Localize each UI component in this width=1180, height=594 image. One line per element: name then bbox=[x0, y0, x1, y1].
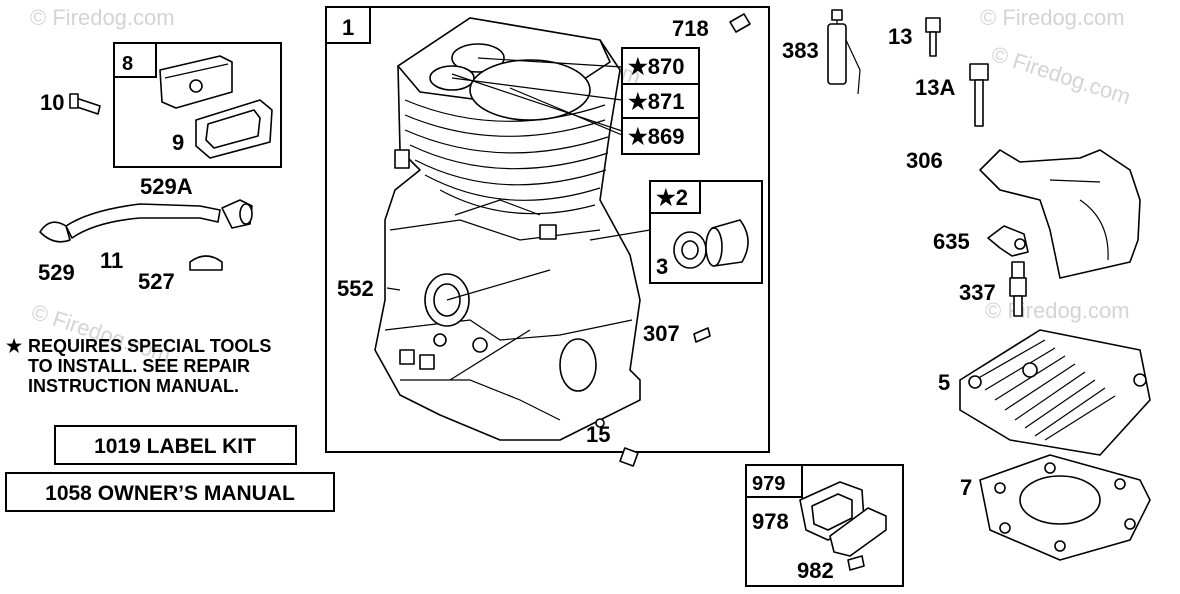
part-label-8: 8 bbox=[122, 53, 133, 75]
part-label-871: ★871 bbox=[628, 89, 684, 114]
cover-plate bbox=[829, 507, 887, 557]
bolt-13 bbox=[925, 17, 941, 57]
label-box-8 bbox=[113, 42, 157, 78]
part-label-529: 529 bbox=[38, 260, 75, 285]
part-label-552: 552 bbox=[337, 276, 374, 301]
spark-plug-337 bbox=[1009, 261, 1027, 317]
star-icon: ★ bbox=[6, 336, 23, 356]
bearing-part-3 bbox=[673, 219, 749, 269]
plug-15 bbox=[619, 447, 639, 467]
part-label-869: ★869 bbox=[628, 124, 684, 149]
screw-10 bbox=[69, 93, 101, 115]
bolt-307 bbox=[693, 327, 711, 343]
part-label-1: 1 bbox=[342, 15, 354, 40]
note-line-2: TO INSTALL. SEE REPAIR bbox=[28, 356, 251, 376]
part-label-635: 635 bbox=[933, 229, 970, 254]
elbow-635 bbox=[987, 225, 1029, 257]
watermark-text: © Firedog.com bbox=[985, 298, 1130, 323]
part-label-979: 979 bbox=[752, 473, 785, 495]
label-kit-text: 1019 LABEL KIT bbox=[94, 435, 256, 458]
part-label-11: 11 bbox=[100, 248, 123, 273]
part-label-10: 10 bbox=[40, 90, 64, 115]
special-tools-note: ★REQUIRES SPECIAL TOOLS TO INSTALL. SEE … bbox=[6, 336, 271, 396]
label-kit-frame bbox=[54, 425, 297, 465]
part-label-718: 718 bbox=[672, 16, 709, 41]
part-label-978: 978 bbox=[752, 509, 789, 534]
label-box-2 bbox=[649, 180, 701, 214]
note-line-1: REQUIRES SPECIAL TOOLS bbox=[28, 336, 272, 356]
part-label-306: 306 bbox=[906, 148, 943, 173]
part-label-13: 13 bbox=[888, 24, 912, 49]
label-box-1 bbox=[325, 6, 371, 44]
leader-lines bbox=[386, 57, 651, 381]
shroud-306 bbox=[979, 149, 1141, 279]
part-label-9: 9 bbox=[172, 130, 184, 155]
watermark-text: © Firedog.com bbox=[988, 41, 1133, 109]
ignition-lead-383 bbox=[827, 9, 861, 95]
bearing-kit-frame bbox=[649, 180, 763, 284]
part-label-982: 982 bbox=[797, 558, 834, 583]
label-box-979 bbox=[745, 464, 803, 498]
part-label-15: 15 bbox=[586, 422, 610, 447]
head-gasket-7 bbox=[979, 454, 1151, 561]
part-label-529a: 529A bbox=[140, 174, 193, 199]
part-labels: 1 ★2 3 5 7 8 9 10 11 13 13A 15 306 307 3… bbox=[38, 15, 996, 583]
part-label-527: 527 bbox=[138, 269, 175, 294]
cylinder-head-5 bbox=[959, 329, 1151, 456]
part-label-2: ★2 bbox=[656, 185, 688, 210]
cover-kit-frame bbox=[745, 464, 904, 587]
breather-hose-11 bbox=[39, 199, 253, 271]
part-label-383: 383 bbox=[782, 38, 819, 63]
watermark-text: © Firedog.com bbox=[980, 5, 1125, 30]
breather-kit-frame bbox=[113, 42, 282, 168]
owners-manual-frame bbox=[5, 472, 335, 512]
part-label-337: 337 bbox=[959, 280, 996, 305]
dowel-pin-718 bbox=[729, 13, 751, 33]
part-label-13a: 13A bbox=[915, 75, 955, 100]
note-line-3: INSTRUCTION MANUAL. bbox=[28, 376, 239, 396]
label-box-869 bbox=[621, 117, 700, 155]
engine-block-frame bbox=[325, 6, 770, 453]
breather-gasket-9 bbox=[195, 99, 273, 159]
screw-982 bbox=[847, 555, 865, 571]
part-label-870: ★870 bbox=[628, 54, 684, 79]
part-label-7: 7 bbox=[960, 475, 972, 500]
watermark-text: © Firedog.com bbox=[30, 5, 175, 30]
breather-cover bbox=[159, 55, 233, 109]
bolt-13a bbox=[969, 63, 989, 127]
part-label-307: 307 bbox=[643, 321, 680, 346]
cylinder-block-552 bbox=[374, 17, 641, 441]
part-label-5: 5 bbox=[938, 370, 950, 395]
part-label-3: 3 bbox=[656, 254, 668, 279]
owners-manual-text: 1058 OWNER’S MANUAL bbox=[45, 482, 295, 505]
